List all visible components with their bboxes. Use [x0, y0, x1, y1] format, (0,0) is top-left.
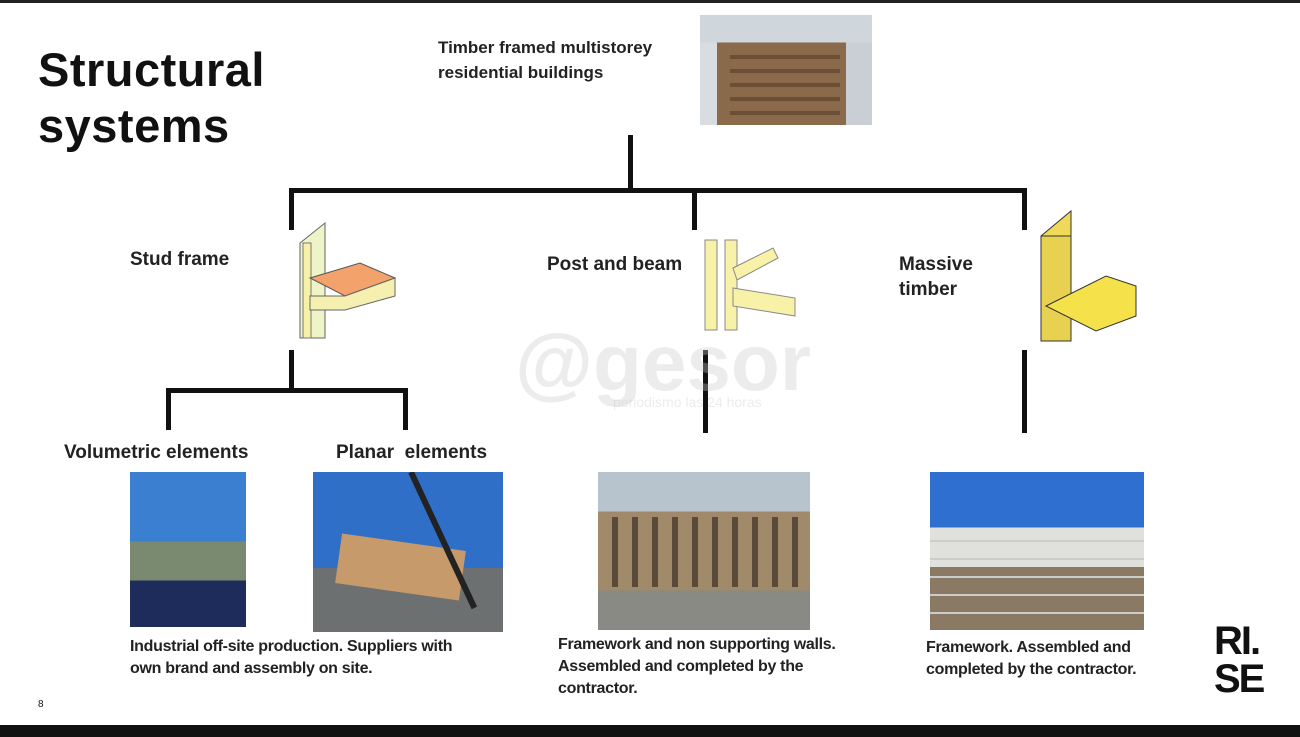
connector [1022, 350, 1027, 433]
connector [703, 350, 708, 433]
connector [692, 188, 697, 230]
post-beam-description: Framework and non supporting walls. Asse… [558, 636, 836, 697]
watermark: @gesor periodismo las 24 horas [515, 318, 811, 410]
post-beam-photo [598, 472, 810, 630]
watermark-sub: periodismo las 24 horas [613, 394, 762, 410]
top-border [0, 0, 1300, 3]
volumetric-photo [130, 472, 246, 627]
massive-timber-diagram [1040, 209, 1137, 342]
volumetric-label: Volumetric elements [64, 442, 249, 463]
planar-label: Planar elements [336, 442, 488, 463]
page-number: 8 [38, 699, 44, 710]
connector [289, 350, 294, 390]
connector [1022, 188, 1027, 230]
slide-title: Structural systems [38, 43, 265, 152]
post-beam-label: Post and beam [547, 254, 683, 275]
rise-logo: RI.SE [1214, 619, 1265, 701]
massive-timber-label: Massive timber [899, 254, 973, 300]
massive-timber-photo [930, 472, 1144, 630]
post-beam-diagram [704, 239, 796, 331]
bottom-bar [0, 725, 1300, 737]
planar-photo [313, 472, 503, 632]
connector [628, 135, 633, 192]
connector [403, 388, 408, 430]
watermark-main: @gesor [515, 318, 811, 407]
root-label: Timber framed multistorey residential bu… [438, 38, 653, 82]
connector [166, 388, 407, 393]
massive-description: Framework. Assembled and completed by th… [926, 639, 1137, 678]
stud-frame-diagram [299, 221, 397, 339]
connector [289, 188, 1027, 193]
building-photo [700, 15, 872, 125]
stud-frame-label: Stud frame [130, 249, 230, 270]
connector [166, 388, 171, 430]
stud-description: Industrial off-site production. Supplier… [130, 638, 453, 677]
connector [289, 188, 294, 230]
